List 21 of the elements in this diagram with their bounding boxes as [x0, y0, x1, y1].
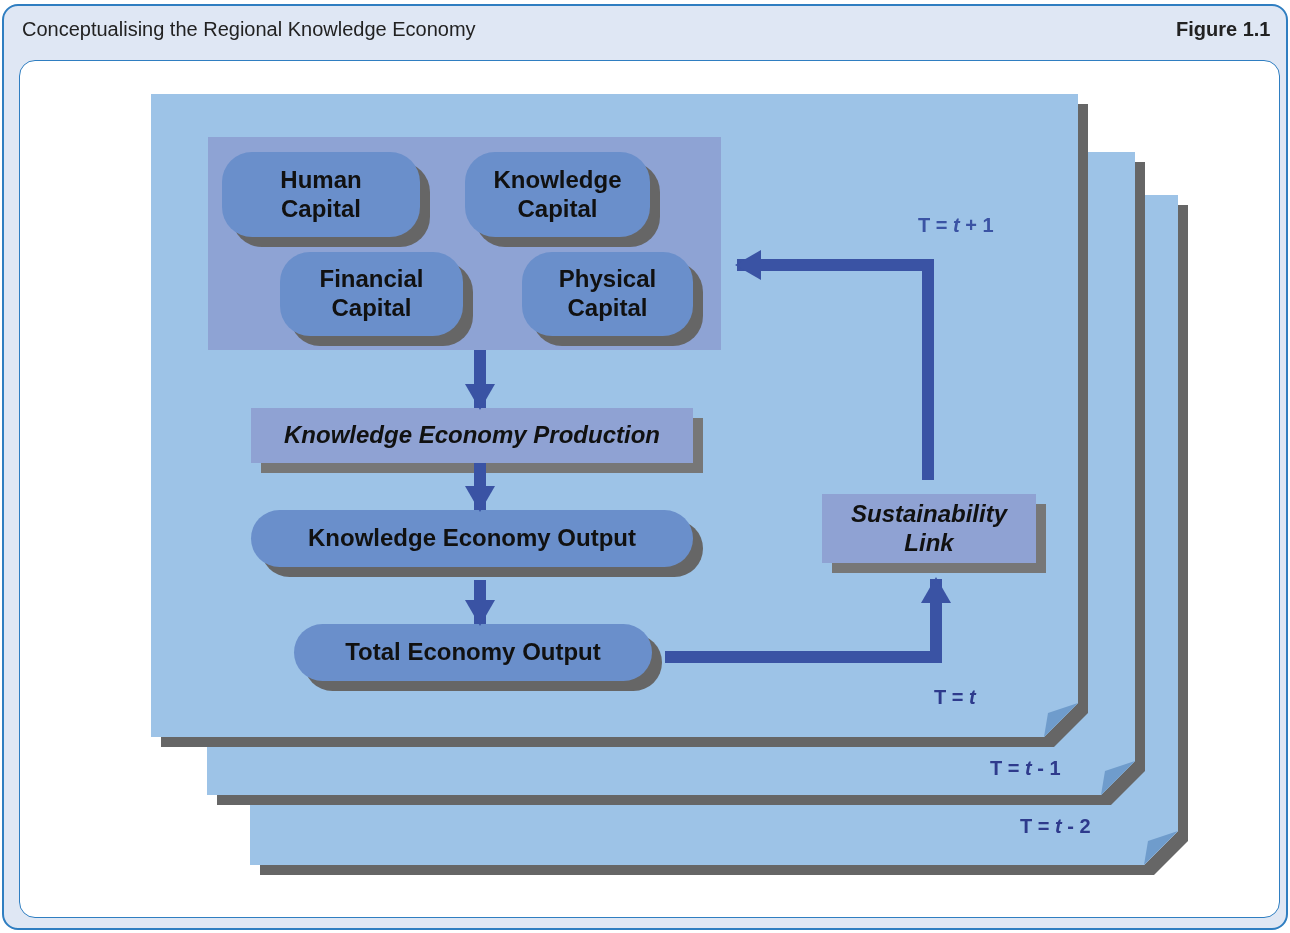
time-label: T = t - 2 [1020, 815, 1091, 838]
arrow [465, 580, 495, 626]
node-label: Physical Capital [557, 265, 658, 323]
page-sheet [151, 94, 1088, 747]
node-label: Sustainability Link [849, 499, 1009, 558]
time-label: T = t - 1 [990, 757, 1061, 780]
arrow [465, 350, 495, 410]
arrow [665, 577, 951, 663]
node-label: Human Capital [279, 165, 363, 224]
node-label: Knowledge Economy Output [307, 524, 637, 553]
group-panel [208, 137, 721, 350]
time-label: T = t [934, 686, 976, 709]
node-label: Knowledge Capital [492, 165, 623, 224]
node-label: Total Economy Output [344, 638, 602, 667]
arrow [465, 463, 495, 512]
arrow [735, 250, 934, 480]
node-label: Financial Capital [318, 265, 425, 323]
figure-title: Conceptualising the Regional Knowledge Economy [22, 18, 476, 41]
figure-number: Figure 1.1 [1176, 18, 1271, 41]
node-label: Knowledge Economy Production [283, 421, 661, 450]
time-label: T = t + 1 [918, 214, 994, 237]
